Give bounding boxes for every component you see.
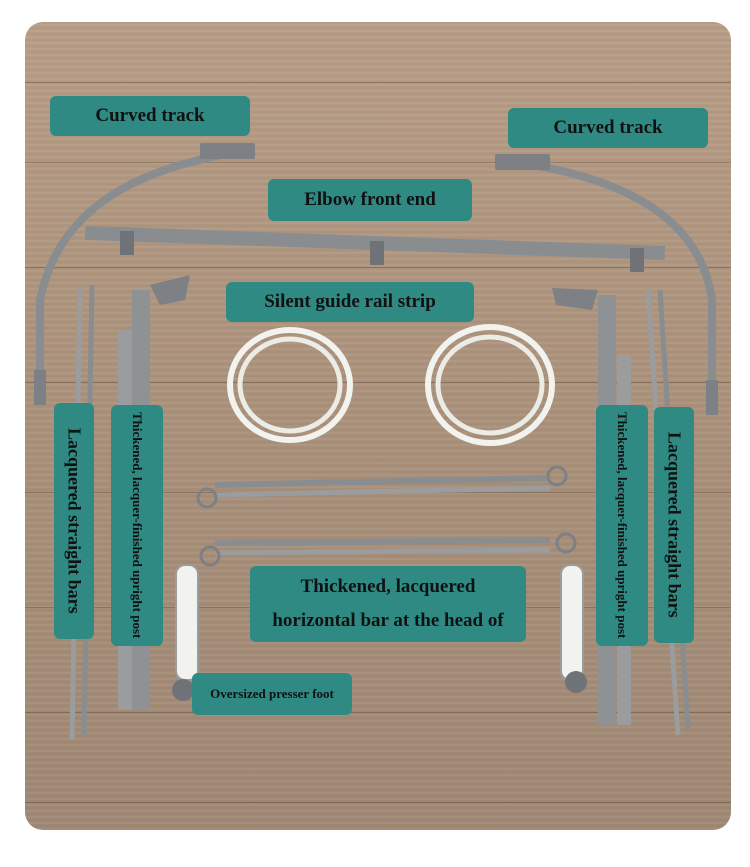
lacquered-bars-right-label: Lacquered straight bars: [654, 407, 694, 643]
presser-foot: [175, 564, 199, 681]
presser-foot-label: Oversized presser foot: [192, 673, 352, 715]
horizontal-bar: [214, 485, 551, 498]
guide-rail-coil: [237, 336, 343, 434]
post-bracket: [150, 275, 190, 305]
plank-seam: [25, 82, 731, 83]
track-end-cap: [200, 143, 255, 159]
presser-foot-knob: [172, 679, 194, 701]
horizontal-bar: [214, 475, 551, 488]
guide-rail-coil: [435, 334, 545, 436]
horizontal-bar: [214, 547, 551, 556]
curved-track-left-label: Curved track: [50, 96, 250, 136]
upright-post-left-label: Thickened, lacquer-finished upright post: [111, 405, 163, 646]
presser-foot: [560, 564, 584, 681]
bar-hook: [555, 532, 577, 554]
bracket: [370, 241, 384, 265]
track-end-cap: [706, 380, 718, 415]
plank-seam: [25, 712, 731, 713]
presser-foot-knob: [565, 671, 587, 693]
curved-track-right-label: Curved track: [508, 108, 708, 148]
horizontal-bar: [214, 537, 551, 546]
guide-rail-coil: [227, 327, 353, 443]
bar-hook: [196, 487, 218, 509]
bracket: [120, 231, 134, 255]
guide-rail-coil: [425, 324, 555, 446]
bar-hook: [546, 465, 568, 487]
silent-guide-rail-label: Silent guide rail strip: [226, 282, 474, 322]
track-end-cap: [34, 370, 46, 405]
plank-seam: [25, 382, 731, 383]
post-bracket: [552, 288, 598, 310]
bracket: [630, 248, 644, 272]
upright-post-right-label: Thickened, lacquer-finished upright post: [596, 405, 648, 646]
elbow-front-end-label: Elbow front end: [268, 179, 472, 221]
plank-seam: [25, 267, 731, 268]
horizontal-bar-label-line1: Thickened, lacquered: [300, 575, 476, 597]
track-end-cap: [495, 154, 550, 170]
plank-seam: [25, 162, 731, 163]
lacquered-bars-left-label: Lacquered straight bars: [54, 403, 94, 639]
horizontal-bar-label: Thickened, lacquered horizontal bar at t…: [250, 566, 526, 642]
bar-hook: [199, 545, 221, 567]
plank-seam: [25, 802, 731, 803]
horizontal-bar-label-line2: horizontal bar at the head of: [272, 610, 504, 631]
